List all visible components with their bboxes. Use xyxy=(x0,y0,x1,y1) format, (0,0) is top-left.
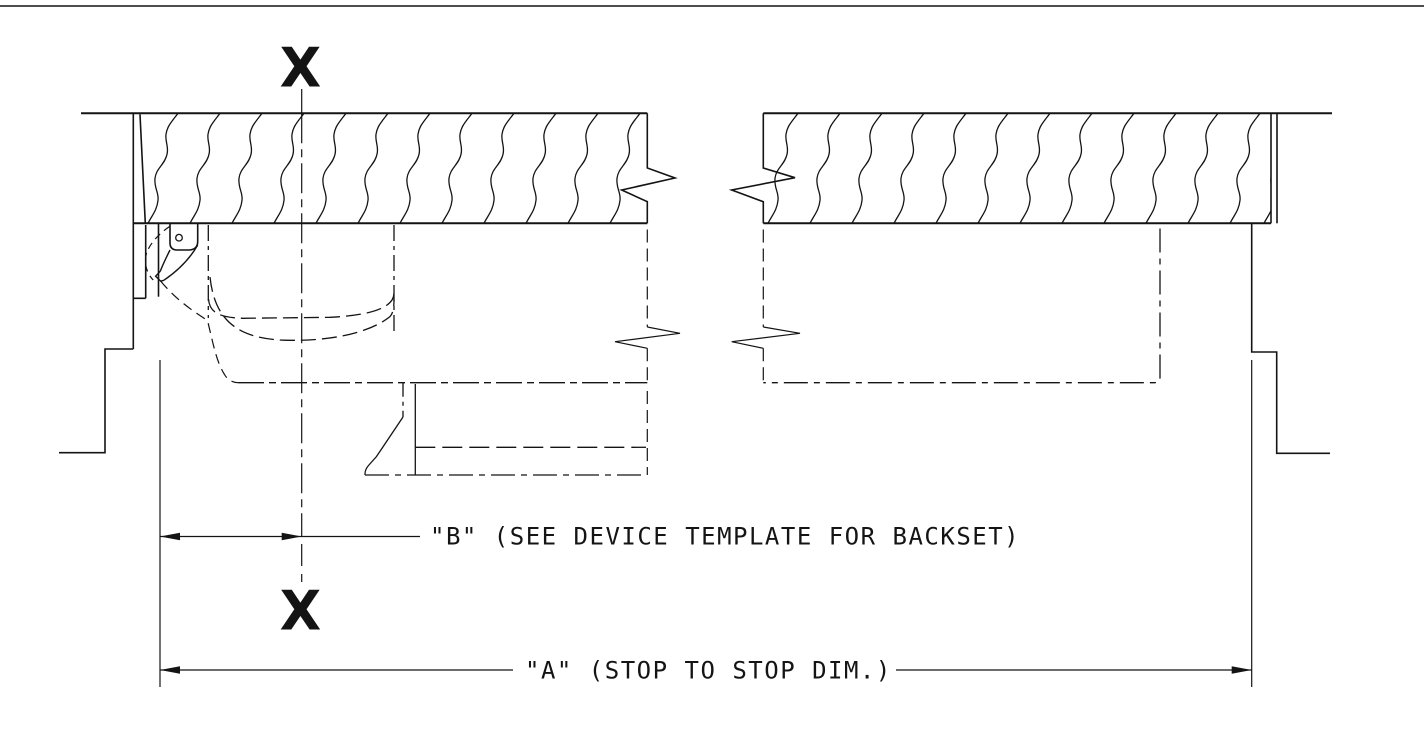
device-break-left-zigzag xyxy=(614,326,681,349)
latch-bolt-upper-curve xyxy=(163,244,199,281)
dimension-a: "A" (STOP TO STOP DIM.) xyxy=(160,360,1253,687)
section-marker-top: X xyxy=(280,37,322,100)
door-right-break-line xyxy=(728,113,796,224)
wood-grain-hatch-left xyxy=(147,113,641,223)
right-frame-jamb xyxy=(1250,113,1330,455)
touchbar-outer-hidden-arc xyxy=(207,292,395,319)
left-frame-profile-step xyxy=(59,348,134,454)
dim-b-arrow-right xyxy=(281,532,302,541)
chassis-bracket-detail xyxy=(364,382,416,475)
latch-case-outline xyxy=(169,223,199,251)
dim-a-label: "A" (STOP TO STOP DIM.) xyxy=(525,657,892,685)
dim-b-arrow-left xyxy=(160,532,180,541)
latch-pivot-hole xyxy=(175,233,183,242)
dim-b-label: "B" (SEE DEVICE TEMPLATE FOR BACKSET) xyxy=(430,523,1020,551)
wood-grain-hatch-right xyxy=(767,113,1271,223)
latch-bolt-lower-curve xyxy=(159,249,171,272)
device-case-left-hidden-curve xyxy=(160,280,239,384)
dim-a-arrow-left xyxy=(160,666,180,674)
section-centerline: X X xyxy=(280,37,322,643)
door-left-bevel-edge xyxy=(139,114,147,224)
door-left-section xyxy=(81,112,678,225)
door-right-section xyxy=(728,112,1332,225)
left-frame-strike-lip xyxy=(133,225,147,300)
door-left-break-line xyxy=(619,113,678,224)
section-marker-bottom: X xyxy=(280,580,322,643)
dim-a-arrow-right xyxy=(1231,666,1252,674)
bracket-foot-outline xyxy=(364,416,404,475)
latch-swing-arc-upper-hidden xyxy=(146,226,170,254)
right-frame-stop-profile xyxy=(1250,223,1330,455)
device-case-right-end-hidden-line xyxy=(763,228,1161,384)
touchbar-inner-hidden-arc xyxy=(209,276,395,341)
latch-bolt-detail xyxy=(144,223,239,384)
left-frame-jamb xyxy=(59,113,160,454)
latch-bolt-tip xyxy=(154,270,165,282)
dimension-b: "B" (SEE DEVICE TEMPLATE FOR BACKSET) xyxy=(159,360,1020,687)
latch-swing-arc-lower-hidden xyxy=(144,252,154,281)
device-break-right-zigzag xyxy=(731,326,801,349)
exit-device-hidden-lines xyxy=(207,225,1161,476)
